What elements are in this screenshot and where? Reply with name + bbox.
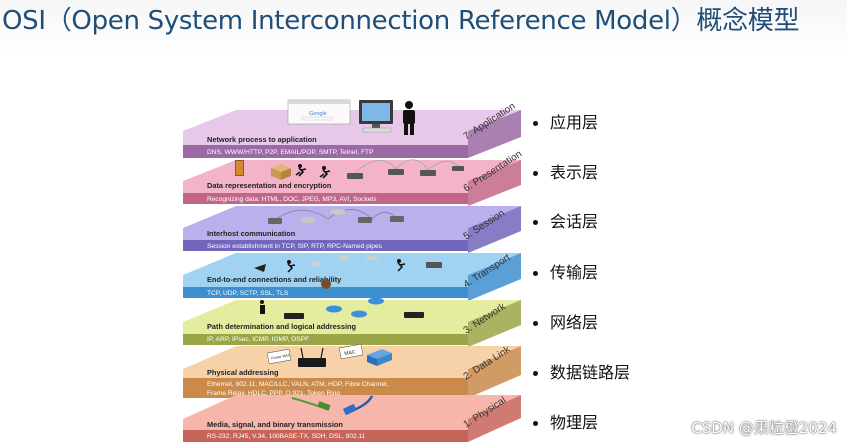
layer-top-face bbox=[183, 206, 521, 228]
chinese-text: 会话层 bbox=[550, 212, 599, 231]
title-bar bbox=[0, 0, 847, 56]
layer-front-upper bbox=[183, 322, 468, 334]
layer-physical: Media, signal, and binary transmission R… bbox=[183, 395, 521, 442]
layer-transport: End-to-end connections and reliability T… bbox=[183, 252, 521, 301]
layer-front-face bbox=[183, 193, 468, 204]
layer-front-face bbox=[183, 240, 468, 251]
layer-protocols: DNS, WWW/HTTP, P2P, EMAIL/POP, SMTP, Tel… bbox=[207, 149, 374, 156]
layer-title: Network process to application bbox=[207, 135, 317, 144]
chinese-label-session: 会话层 bbox=[533, 208, 598, 232]
chinese-text: 数据链路层 bbox=[550, 363, 631, 382]
layer-side-face bbox=[468, 300, 521, 347]
chinese-label-datalink: 数据链路层 bbox=[533, 359, 630, 383]
layer-front-face bbox=[183, 287, 468, 298]
layer-protocols-line1: Ethernet, 802.11, MAC/LLC, VALN, ATM, HD… bbox=[207, 381, 388, 388]
layer-network: Path determination and logical addressin… bbox=[183, 300, 521, 347]
layer-side-face bbox=[468, 346, 521, 398]
datalink-icons: Router MAC MAC bbox=[267, 343, 392, 367]
browser-window-icon: Google bbox=[287, 99, 351, 125]
bullet-dot bbox=[533, 321, 538, 326]
layer-title: Interhost communication bbox=[207, 229, 296, 238]
layer-top-face bbox=[183, 346, 521, 369]
layer-title: End-to-end connections and reliability bbox=[207, 275, 342, 284]
layer-front-upper bbox=[183, 369, 468, 378]
layer-protocols: IP, ARP, IPsec, ICMP, IGMP, OSPF bbox=[207, 336, 309, 343]
layer-top-face bbox=[183, 253, 521, 275]
door-icon bbox=[235, 160, 244, 176]
chinese-label-transport: 传输层 bbox=[533, 259, 598, 283]
layer-protocols: Recognizing data: HTML, DOC, JPEG, MP3, … bbox=[207, 196, 377, 203]
chinese-label-application: 应用层 bbox=[533, 109, 598, 133]
chinese-text: 应用层 bbox=[550, 113, 599, 132]
chinese-label-presentation: 表示层 bbox=[533, 159, 598, 183]
layer-front-upper bbox=[183, 228, 468, 240]
computer-icon bbox=[359, 100, 393, 133]
router-tag-label: Router MAC bbox=[271, 353, 291, 360]
layer-protocols: RS-232, RJ45, V.34, 100BASE-TX, SDH, DSL… bbox=[207, 433, 366, 440]
network-icons bbox=[260, 297, 424, 319]
browser-label: Google bbox=[309, 111, 327, 117]
layer-front-upper bbox=[183, 131, 468, 145]
physical-cable-icons bbox=[291, 395, 374, 415]
layer-top-face bbox=[183, 110, 521, 131]
layer-protocols-line2: Frame Relay, HDLC, PPP, Q.921, Token Rin… bbox=[207, 390, 340, 397]
layer-front-face bbox=[183, 378, 468, 398]
chinese-text: 网络层 bbox=[550, 313, 599, 332]
layer-side-face bbox=[468, 206, 521, 253]
bullet-dot bbox=[533, 171, 538, 176]
layer-side-face bbox=[468, 253, 521, 301]
runner-icon bbox=[295, 164, 331, 179]
chinese-text: 表示层 bbox=[550, 163, 599, 182]
layer-side-face bbox=[468, 110, 521, 158]
transport-icons bbox=[254, 255, 442, 289]
layer-protocols: TCP, UDP, SCTP, SSL, TLS bbox=[207, 290, 289, 297]
mac-tag-label: MAC bbox=[344, 349, 356, 357]
chinese-text: 传输层 bbox=[550, 263, 599, 282]
bullet-dot bbox=[533, 371, 538, 376]
layer-front-upper bbox=[183, 419, 468, 430]
layer-title: Data representation and encryption bbox=[207, 181, 332, 190]
page-title: OSI（Open System Interconnection Referenc… bbox=[2, 6, 800, 36]
layer-front-face bbox=[183, 334, 468, 345]
layer-title: Physical addressing bbox=[207, 368, 279, 377]
layer-application: Network process to application DNS, WWW/… bbox=[183, 101, 521, 158]
layer-session: Interhost communication Session establis… bbox=[183, 206, 521, 253]
layer-front-upper bbox=[183, 181, 468, 193]
person-icon bbox=[403, 101, 415, 135]
layer-side-face bbox=[468, 160, 521, 206]
bullet-dot bbox=[533, 271, 538, 276]
watermark: CSDN @果粒橙2024 bbox=[691, 419, 837, 437]
network-device-icon bbox=[347, 159, 464, 179]
bullet-dot bbox=[533, 421, 538, 426]
layer-title: Media, signal, and binary transmission bbox=[207, 420, 343, 429]
package-icon bbox=[271, 164, 291, 180]
bullet-dot bbox=[533, 121, 538, 126]
layer-protocols: Session establishment in TCP, SIP, RTP, … bbox=[207, 243, 383, 250]
layer-front-face bbox=[183, 145, 468, 158]
layer-top-face bbox=[183, 160, 521, 181]
layer-side-face bbox=[468, 395, 521, 442]
chinese-text: 物理层 bbox=[550, 413, 599, 432]
session-bridge-icon bbox=[268, 209, 404, 224]
layer-presentation: Data representation and encryption Recog… bbox=[183, 149, 524, 206]
bullet-dot bbox=[533, 220, 538, 225]
layer-datalink: Physical addressing Ethernet, 802.11, MA… bbox=[183, 344, 521, 398]
chinese-label-physical: 物理层 bbox=[533, 409, 598, 433]
chinese-label-network: 网络层 bbox=[533, 309, 598, 333]
layer-title: Path determination and logical addressin… bbox=[207, 322, 357, 331]
layer-top-face bbox=[183, 300, 521, 322]
layer-front-face bbox=[183, 430, 468, 442]
